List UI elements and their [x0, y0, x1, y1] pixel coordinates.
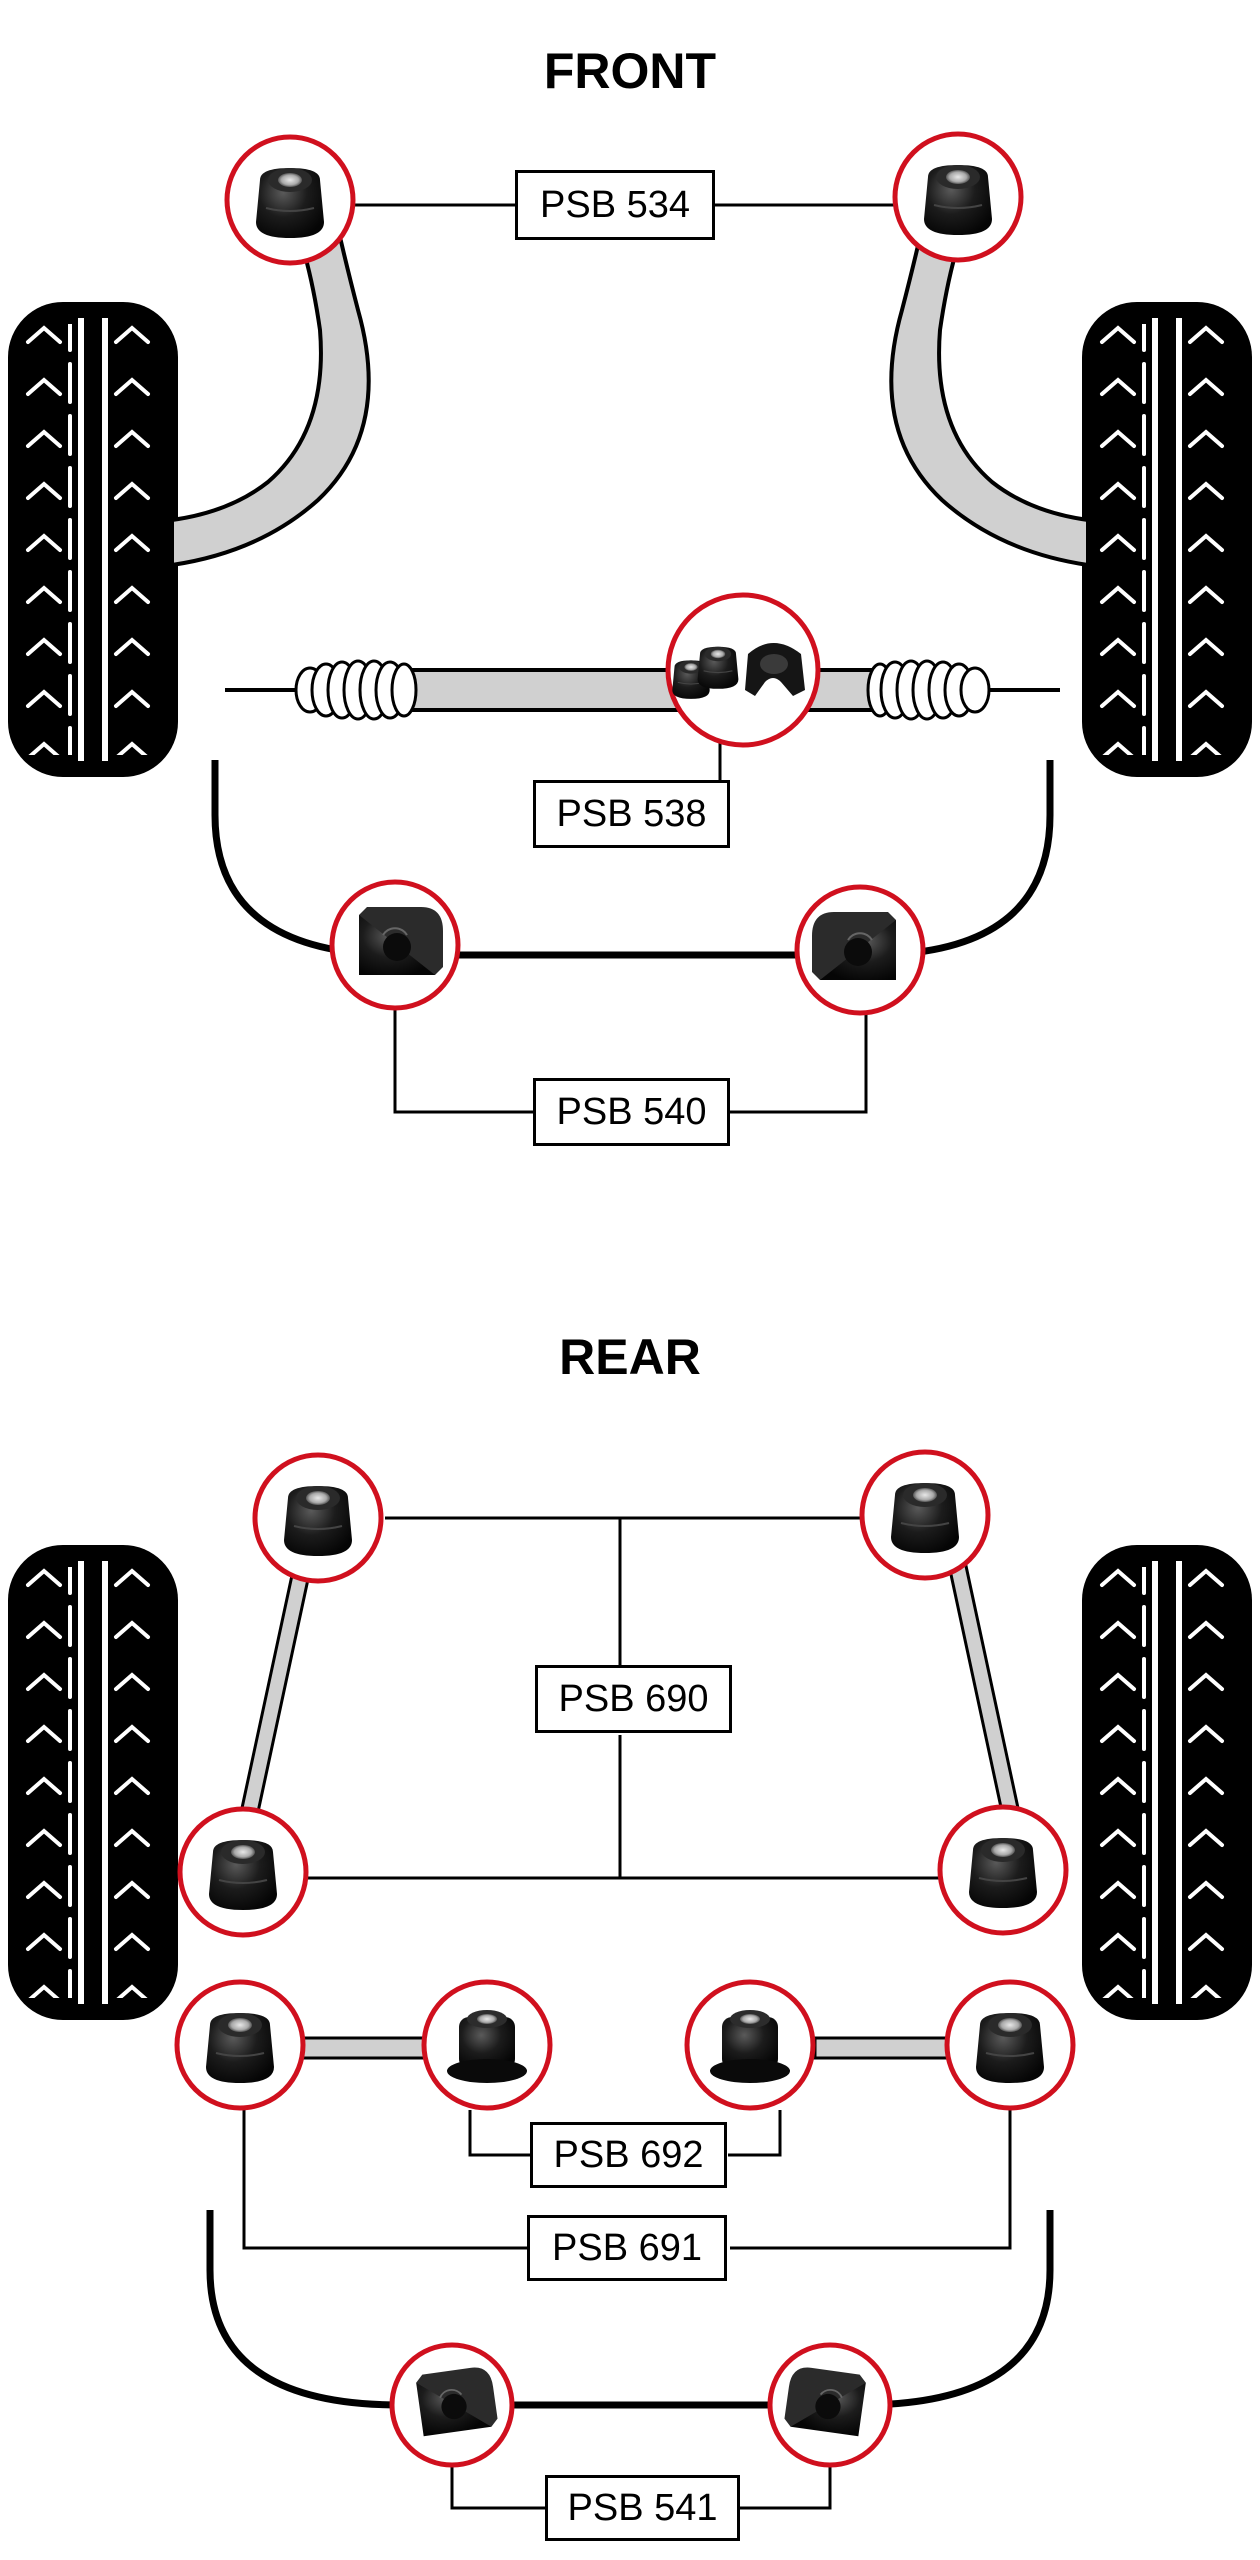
callout-rear-arb-bush-left — [389, 2342, 515, 2468]
rear-right-lower-link — [813, 2036, 967, 2060]
callout-rear-lower-inner-left-bush — [421, 1979, 553, 2111]
callout-rear-mid-right-bush — [937, 1804, 1069, 1936]
front-anti-roll-bar — [211, 760, 1054, 959]
steering-rack — [225, 659, 1060, 721]
rear-right-link — [942, 1536, 1020, 1814]
front-tyre-right — [1082, 302, 1252, 777]
callout-rear-upper-right-bush — [859, 1449, 991, 1581]
part-label-psb-691: PSB 691 — [527, 2215, 727, 2281]
front-tyre-left — [8, 302, 178, 777]
part-label-psb-692: PSB 692 — [530, 2122, 727, 2188]
rear-anti-roll-bar — [206, 2210, 1054, 2409]
rear-tyre-right — [1082, 1545, 1252, 2020]
callout-rear-upper-left-bush — [252, 1452, 384, 1584]
callout-front-arb-bush-right — [794, 884, 926, 1016]
callout-rear-arb-bush-right — [767, 2342, 893, 2468]
callout-rear-mid-left-bush — [177, 1806, 309, 1938]
rear-tyre-left — [8, 1545, 178, 2020]
callout-front-right-upper-bush — [892, 131, 1024, 263]
rear-section-title: REAR — [559, 1329, 701, 1385]
part-label-psb-540: PSB 540 — [533, 1078, 730, 1146]
front-section-title: FRONT — [543, 43, 717, 99]
rear-leader-lines — [242, 1516, 1012, 2510]
callout-rear-lower-outer-right-bush — [944, 1979, 1076, 2111]
part-label-psb-541: PSB 541 — [545, 2475, 740, 2541]
part-label-psb-690: PSB 690 — [535, 1665, 732, 1733]
part-label-psb-534: PSB 534 — [515, 170, 715, 240]
front-left-wishbone — [170, 207, 371, 568]
callout-front-arb-bush-left — [329, 879, 461, 1011]
callout-rear-lower-outer-left-bush — [174, 1979, 306, 2111]
callout-rear-lower-inner-right-bush — [684, 1979, 816, 2111]
front-right-wishbone — [889, 207, 1090, 568]
part-label-psb-538: PSB 538 — [533, 780, 730, 848]
callout-steering-rack-bush — [665, 592, 821, 748]
callout-front-left-upper-bush — [224, 134, 356, 266]
